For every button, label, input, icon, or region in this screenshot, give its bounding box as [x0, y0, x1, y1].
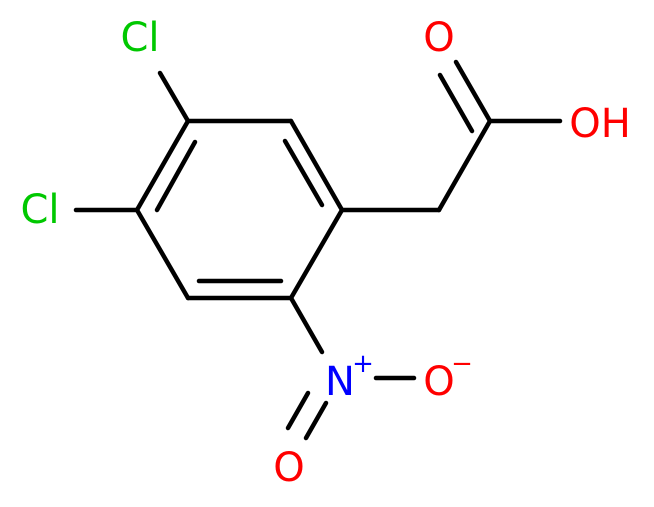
bond-ccooh-o-double-b — [437, 72, 475, 134]
atom-o-nitro-minus-charge: − — [451, 349, 473, 379]
atom-cl-left: Cl — [20, 187, 59, 233]
bond-n-o-double-b — [285, 390, 311, 431]
ring-bond-c6-c1 — [134, 118, 191, 213]
atom-cl-top: Cl — [120, 15, 159, 61]
atom-n-nitro: N — [325, 359, 355, 405]
atom-o-hydroxyl: OH — [569, 101, 631, 147]
atom-n-nitro-charge: + — [352, 349, 374, 379]
bond-n-o-double-a — [303, 400, 329, 441]
bond-c1-cl-top — [157, 70, 191, 124]
bond-ccooh-o-double-a — [453, 59, 493, 124]
atom-o-carbonyl: O — [423, 15, 454, 61]
bond-ch2-ccooh — [436, 118, 493, 213]
atom-labels: Cl Cl O OH N + O − O — [20, 15, 630, 491]
ring-bond-c3-c4 — [288, 207, 345, 301]
bond-c4-n — [288, 295, 325, 355]
ring-inner-double-c6-c1 — [154, 139, 198, 213]
ring-bond-c2-c3 — [288, 118, 345, 213]
atom-o-nitro-double: O — [273, 445, 304, 491]
atom-o-nitro-minus: O — [423, 359, 454, 405]
bonds — [73, 59, 563, 441]
ring-bond-c5-c6 — [134, 207, 191, 301]
ring-inner-double-c2-c3 — [282, 138, 325, 208]
